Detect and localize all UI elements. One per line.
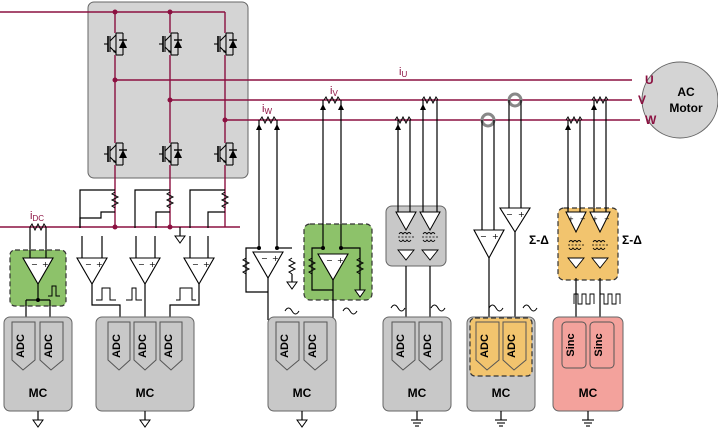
sine-icon: [522, 304, 538, 312]
ac-motor: U V W AC Motor: [638, 61, 718, 139]
mc-label: MC: [293, 386, 312, 400]
block-inline-shunt-v: [303, 100, 373, 320]
ground-icon: [410, 419, 424, 427]
svg-text:+: +: [568, 215, 574, 223]
opamp-icon: [252, 251, 284, 279]
mc-label: MC: [492, 386, 511, 400]
controller-1: ADC ADC MC: [3, 316, 73, 428]
mc-label: MC: [579, 386, 598, 400]
inverter: [0, 1, 249, 227]
ground-icon: [139, 419, 151, 428]
ground-icon: [494, 419, 508, 427]
phase-v-label: V: [638, 93, 646, 107]
block-isolated-amps: [385, 100, 447, 320]
opamp-icon: [183, 257, 215, 285]
label-iv: iV: [330, 85, 338, 98]
igbt-icon: [213, 142, 238, 166]
block-hall-sensors: − + − +: [473, 100, 538, 320]
sine-icon: [430, 304, 446, 312]
sigma-delta-left-label: Σ-Δ: [529, 233, 549, 247]
opamp-icon: [129, 257, 161, 285]
adc-label: ADC: [422, 334, 434, 358]
mc-label: MC: [136, 386, 155, 400]
motor-label-line1: AC: [677, 85, 695, 99]
igbt-icon: [158, 32, 183, 56]
adc-label: ADC: [479, 334, 491, 358]
resistor-icon: [288, 257, 296, 275]
adc-label: ADC: [137, 334, 149, 358]
adc-label: ADC: [43, 334, 55, 358]
block-dc-shunt: [9, 227, 67, 320]
block-sigma-delta: + − + − Σ-Δ Σ-Δ: [529, 100, 642, 320]
svg-text:−: −: [604, 215, 610, 223]
controller-6: Sinc Sinc MC: [552, 316, 624, 427]
phase-u-label: U: [645, 73, 654, 87]
block-inline-shunt-w: [242, 120, 300, 320]
sinc-label: Sinc: [593, 333, 605, 356]
svg-text:−: −: [506, 210, 513, 219]
ground-icon: [296, 419, 308, 428]
adc-label: ADC: [163, 334, 175, 358]
motor-label-line2: Motor: [669, 101, 703, 115]
sinc-label: Sinc: [565, 333, 577, 356]
adc-label: ADC: [307, 334, 319, 358]
controller-2: ADC ADC ADC MC: [95, 316, 195, 428]
controller-4: ADC ADC MC: [382, 316, 452, 427]
adc-label: ADC: [395, 334, 407, 358]
label-iu: iU: [399, 66, 407, 79]
block-leg-shunts: [76, 189, 229, 320]
igbt-icon: [158, 142, 183, 166]
label-idc: iDC: [30, 210, 44, 223]
dc-bus-bottom: [0, 223, 240, 244]
adc-label: ADC: [15, 334, 27, 358]
svg-text:+: +: [518, 210, 525, 219]
adc-label: ADC: [279, 334, 291, 358]
mc-label: MC: [29, 386, 48, 400]
adc-label: ADC: [111, 334, 123, 358]
ground-icon: [286, 281, 298, 290]
svg-text:+: +: [592, 215, 598, 223]
sine-icon: [284, 307, 300, 315]
phase-w-label: W: [645, 113, 657, 127]
adc-label: ADC: [506, 334, 518, 358]
phase-lines: [112, 77, 640, 128]
igbt-icon: [103, 142, 128, 166]
sine-icon: [390, 304, 406, 312]
ground-icon: [581, 419, 595, 427]
sine-icon: [342, 307, 358, 315]
ground-icon: [32, 419, 44, 428]
igbt-icon: [103, 32, 128, 56]
label-iw: iW: [262, 103, 272, 116]
controller-3: ADC ADC MC: [267, 316, 337, 428]
svg-text:+: +: [492, 232, 499, 241]
controller-5: ADC ADC MC: [466, 316, 536, 427]
svg-text:−: −: [480, 232, 487, 241]
svg-text:−: −: [580, 215, 586, 223]
sine-icon: [488, 304, 504, 312]
opamp-icon: [76, 257, 108, 285]
sigma-delta-right-label: Σ-Δ: [622, 233, 642, 247]
mc-label: MC: [408, 386, 427, 400]
ground-icon: [174, 235, 186, 244]
igbt-icon: [213, 32, 238, 56]
